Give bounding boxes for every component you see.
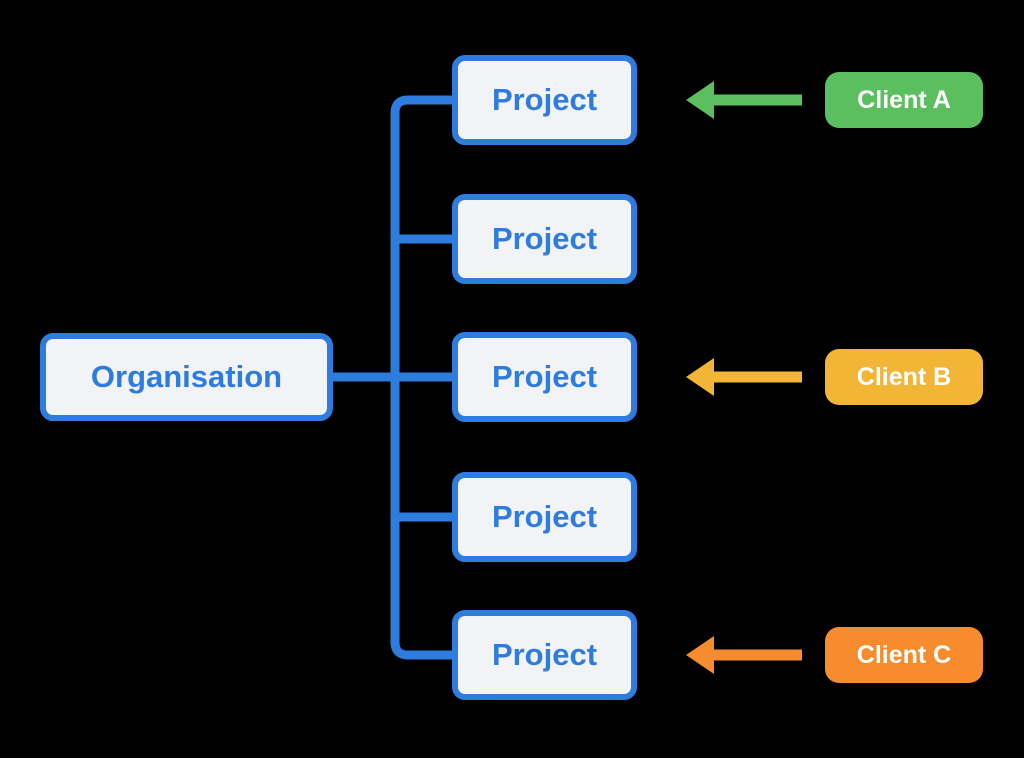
project-node-3: Project <box>452 332 637 422</box>
organisation-node: Organisation <box>40 333 333 421</box>
client-c-badge: Client C <box>825 627 983 683</box>
client-b-label: Client B <box>856 362 952 391</box>
client-c-label: Client C <box>856 640 952 669</box>
project-node-5: Project <box>452 610 637 700</box>
project-label: Project <box>491 499 598 534</box>
client-a-label: Client A <box>857 85 951 114</box>
client-b-badge: Client B <box>825 349 983 405</box>
arrow-client-c-icon <box>686 636 802 674</box>
spine-line <box>390 95 452 660</box>
project-node-2: Project <box>452 194 637 284</box>
organisation-label: Organisation <box>90 359 283 394</box>
arrow-client-b-icon <box>686 358 802 396</box>
project-label: Project <box>491 637 598 672</box>
project-label: Project <box>491 359 598 394</box>
project-label: Project <box>491 82 598 117</box>
project-node-4: Project <box>452 472 637 562</box>
project-node-1: Project <box>452 55 637 145</box>
project-label: Project <box>491 221 598 256</box>
arrow-client-a-icon <box>686 81 802 119</box>
client-a-badge: Client A <box>825 72 983 128</box>
